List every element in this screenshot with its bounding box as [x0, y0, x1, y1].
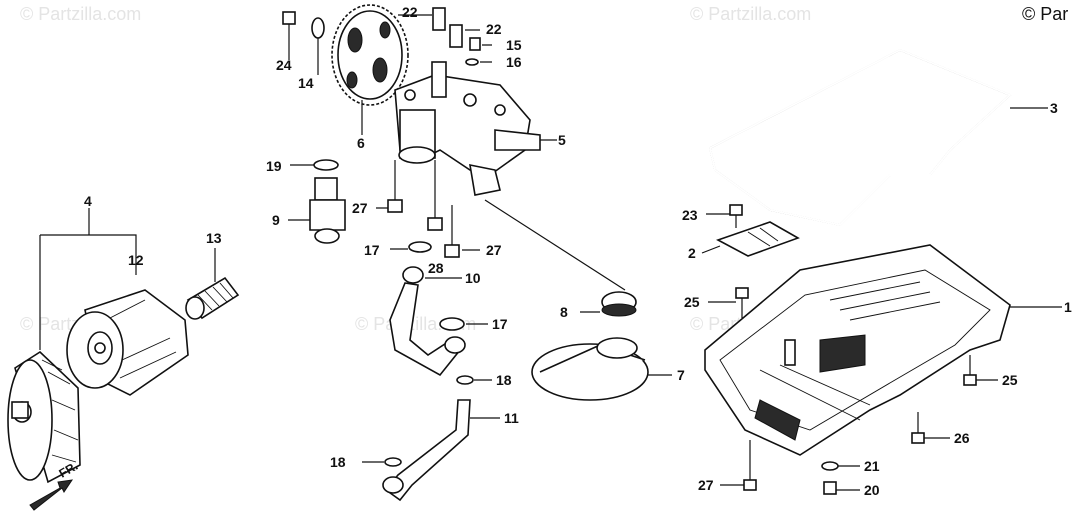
callout-3: 3	[1050, 100, 1058, 116]
callout-5: 5	[558, 132, 566, 148]
leaders-gear	[288, 38, 363, 135]
o-ring-17	[439, 317, 465, 331]
callout-22: 22	[402, 4, 418, 20]
callout-24: 24	[276, 57, 292, 73]
oil-filter-element	[66, 289, 189, 396]
leaders-pan-bolts	[708, 301, 998, 491]
leaders-9	[288, 164, 314, 221]
leaders-27	[376, 207, 480, 251]
oil-filter-assembly	[7, 350, 81, 484]
oil-pipe-9	[309, 159, 346, 244]
callout-26: 26	[954, 430, 970, 446]
callout-25: 25	[1002, 372, 1018, 388]
callout-9: 9	[272, 212, 280, 228]
leader-pump-strainer	[484, 199, 626, 291]
leader-4	[39, 208, 137, 350]
oil-pan	[704, 244, 1011, 456]
callout-13: 13	[206, 230, 222, 246]
callout-27: 27	[486, 242, 502, 258]
callout-18: 18	[496, 372, 512, 388]
callout-14: 14	[298, 75, 314, 91]
dowel-pins	[432, 7, 481, 66]
oil-pan-bolts	[735, 287, 977, 495]
callout-labels: 1 2 3 4 5 6 7 8 9 10 11 12 13 14 15 16 1…	[84, 4, 1072, 498]
callout-4: 4	[84, 193, 92, 209]
filter-bolt	[185, 276, 240, 320]
oil-strainer	[531, 291, 649, 401]
oil-pan-gasket	[708, 48, 1012, 227]
callout-23: 23	[682, 207, 698, 223]
callout-27: 27	[352, 200, 368, 216]
watermark-text: © Partzilla.com	[20, 4, 141, 24]
callout-12: 12	[128, 252, 144, 268]
copyright-text: © Par	[1022, 4, 1068, 24]
baffle-plate	[716, 204, 800, 257]
callout-18: 18	[330, 454, 346, 470]
leaders-pump	[398, 14, 557, 141]
leaders-strainer	[580, 311, 672, 376]
pump-bolts	[387, 160, 460, 258]
callout-6: 6	[357, 135, 365, 151]
callout-10: 10	[465, 270, 481, 286]
oil-pipe-10	[389, 241, 466, 377]
callout-20: 20	[864, 482, 880, 498]
oil-pump-gear	[331, 4, 409, 106]
oil-pump	[394, 61, 541, 196]
callout-21: 21	[864, 458, 880, 474]
callout-27: 27	[698, 477, 714, 493]
callout-19: 19	[266, 158, 282, 174]
leaders-10	[390, 248, 462, 279]
callout-17: 17	[364, 242, 380, 258]
callout-16: 16	[506, 54, 522, 70]
callout-28: 28	[428, 260, 444, 276]
leaders-11	[362, 379, 500, 463]
callout-2: 2	[688, 245, 696, 261]
callout-8: 8	[560, 304, 568, 320]
watermark-text: © Partzilla.com	[690, 4, 811, 24]
callout-7: 7	[677, 367, 685, 383]
oil-pipe-11	[382, 375, 474, 502]
callout-25: 25	[684, 294, 700, 310]
callout-11: 11	[504, 410, 519, 426]
callout-17: 17	[492, 316, 508, 332]
callout-22: 22	[486, 21, 502, 37]
leaders-plate	[701, 213, 730, 254]
callout-15: 15	[506, 37, 522, 53]
callout-1: 1	[1064, 299, 1072, 315]
